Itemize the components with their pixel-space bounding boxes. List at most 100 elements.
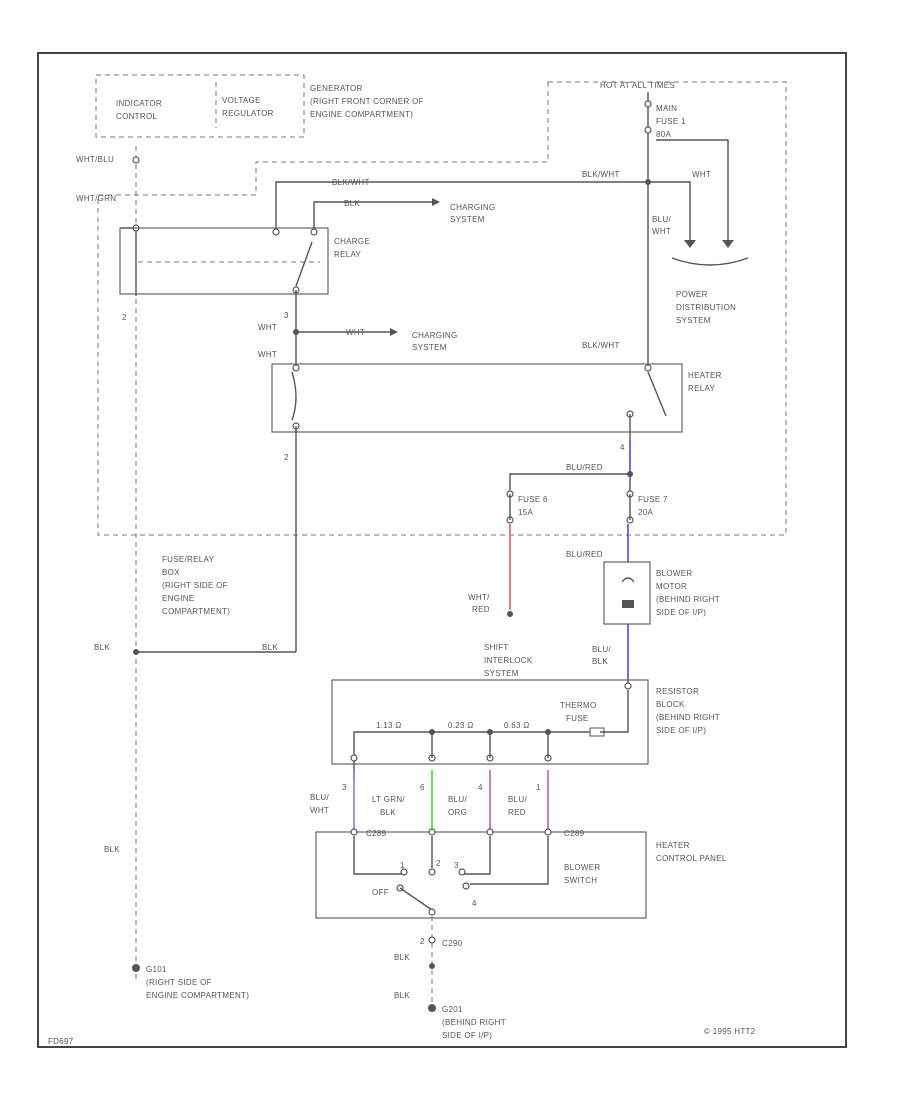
label-blk: BLK: [344, 199, 360, 208]
label-blower-motor-3: (BEHIND RIGHT: [656, 595, 720, 604]
label-power-distribution-3: SYSTEM: [676, 316, 711, 325]
label-heater-relay-1: HEATER: [688, 371, 722, 380]
label-copyright: © 1995 HTT2: [704, 1027, 756, 1036]
label-charging-system-2: CHARGING: [412, 331, 458, 340]
label-voltage: VOLTAGE: [222, 96, 261, 105]
blower-motor-box: [603, 561, 651, 625]
label-heater-control-panel-2: CONTROL PANEL: [656, 854, 727, 863]
label-blk-bottom-1: BLK: [394, 953, 410, 962]
label-blu-wht-1: BLU/: [652, 215, 671, 224]
label-blk-wht-heater: BLK/WHT: [582, 341, 620, 350]
label-g101-loc-1: (RIGHT SIDE OF: [146, 978, 212, 987]
label-blk-left: BLK: [94, 643, 110, 652]
label-charge-relay-1: CHARGE: [334, 237, 370, 246]
label-wht-right: WHT: [692, 170, 711, 179]
label-2-left: 2: [122, 313, 127, 322]
label-wht-blu: WHT/BLU: [76, 155, 114, 164]
label-pin-1: 1: [536, 783, 541, 792]
label-wht-b: WHT: [346, 328, 365, 337]
generator-box: [95, 74, 305, 138]
label-blu-blk-2: BLK: [592, 657, 608, 666]
label-sw-4: 4: [472, 899, 477, 908]
label-wire-blu-wht-1: BLU/: [310, 793, 329, 802]
label-shift-interlock-3: SYSTEM: [484, 669, 519, 678]
label-thermo: THERMO: [560, 701, 596, 710]
label-80a: 80A: [656, 130, 671, 139]
label-2-mid: 2: [284, 453, 289, 462]
label-blower-switch-2: SWITCH: [564, 876, 597, 885]
label-wire-blu-org-1: BLU/: [448, 795, 467, 804]
label-wire-blu-red-1: BLU/: [508, 795, 527, 804]
label-pin-2-bottom: 2: [420, 937, 425, 946]
label-fuse-1: FUSE 1: [656, 117, 686, 126]
label-regulator: REGULATOR: [222, 109, 274, 118]
label-3: 3: [284, 311, 289, 320]
label-wire-blu-org-2: ORG: [448, 808, 467, 817]
label-resistor-block-3: (BEHIND RIGHT: [656, 713, 720, 722]
resistor-block-box: [331, 679, 649, 765]
label-control: CONTROL: [116, 112, 157, 121]
arrow-charging-1: [432, 198, 440, 206]
label-blu-red: BLU/RED: [566, 463, 603, 472]
label-blu-wht-2: WHT: [652, 227, 671, 236]
label-g101-loc-2: ENGINE COMPARTMENT): [146, 991, 249, 1000]
label-ohm-3: 0.63 Ω: [504, 721, 530, 730]
label-pin-4: 4: [478, 783, 483, 792]
label-sw-1: 1: [400, 861, 405, 870]
label-fuse7-1: FUSE 7: [638, 495, 668, 504]
label-pin-3: 3: [342, 783, 347, 792]
label-fuse-relay-box-2: BOX: [162, 568, 180, 577]
charge-relay-box: [119, 227, 329, 295]
label-fuse: FUSE: [566, 714, 589, 723]
label-g201-loc-1: (BEHIND RIGHT: [442, 1018, 506, 1027]
diagram-frame: [37, 52, 847, 1048]
label-fuse-relay-box-5: COMPARTMENT): [162, 607, 230, 616]
label-fuse6-1: FUSE 6: [518, 495, 548, 504]
label-sw-2: 2: [436, 859, 441, 868]
label-blk-mid: BLK: [262, 643, 278, 652]
label-blower-motor-4: SIDE OF I/P): [656, 608, 706, 617]
label-wire-lt-grn-1: LT GRN/: [372, 795, 405, 804]
label-charge-relay-2: RELAY: [334, 250, 362, 259]
label-blower-motor-1: BLOWER: [656, 569, 692, 578]
label-fuse-relay-box-1: FUSE/RELAY: [162, 555, 215, 564]
label-blk-side: BLK: [104, 845, 120, 854]
label-wht-a: WHT: [258, 323, 277, 332]
label-resistor-block-1: RESISTOR: [656, 687, 699, 696]
label-ohm-2: 0.23 Ω: [448, 721, 474, 730]
label-wht-heater: WHT: [258, 350, 277, 359]
label-blk-wht-right: BLK/WHT: [582, 170, 620, 179]
label-indicator: INDICATOR: [116, 99, 162, 108]
label-blu-red-2: BLU/RED: [566, 550, 603, 559]
ground-g201: [428, 1004, 436, 1012]
label-c290: C290: [442, 939, 463, 948]
label-wht-grn: WHT/GRN: [76, 194, 116, 203]
label-fuse-relay-box-4: ENGINE: [162, 594, 194, 603]
arrow-charging-2: [390, 328, 398, 336]
label-sw-3: 3: [454, 861, 459, 870]
label-charging-system-2b: SYSTEM: [412, 343, 447, 352]
label-blk-wht-top: BLK/WHT: [332, 178, 370, 187]
label-shift-interlock-2: INTERLOCK: [484, 656, 533, 665]
label-hot-at-all-times: HOT AT ALL TIMES: [600, 81, 675, 90]
label-g201-loc-2: SIDE OF I/P): [442, 1031, 492, 1040]
label-c289-right: C289: [564, 829, 585, 838]
label-power-distribution-1: POWER: [676, 290, 708, 299]
label-power-distribution-2: DISTRIBUTION: [676, 303, 736, 312]
label-blu-blk-1: BLU/: [592, 645, 611, 654]
label-charging-system-1: CHARGING: [450, 203, 496, 212]
label-blower-switch-1: BLOWER: [564, 863, 600, 872]
label-4: 4: [620, 443, 625, 452]
label-main: MAIN: [656, 104, 677, 113]
ground-g101: [132, 964, 140, 972]
label-c289-left: C289: [366, 829, 387, 838]
label-fuse7-2: 20A: [638, 508, 653, 517]
label-blower-motor-2: MOTOR: [656, 582, 687, 591]
label-resistor-block-4: SIDE OF I/P): [656, 726, 706, 735]
label-fuse6-2: 15A: [518, 508, 533, 517]
label-ohm-1: 1.13 Ω: [376, 721, 402, 730]
label-generator-loc2: ENGINE COMPARTMENT): [310, 110, 413, 119]
label-resistor-block-2: BLOCK: [656, 700, 685, 709]
label-wire-blu-wht-2: WHT: [310, 806, 329, 815]
